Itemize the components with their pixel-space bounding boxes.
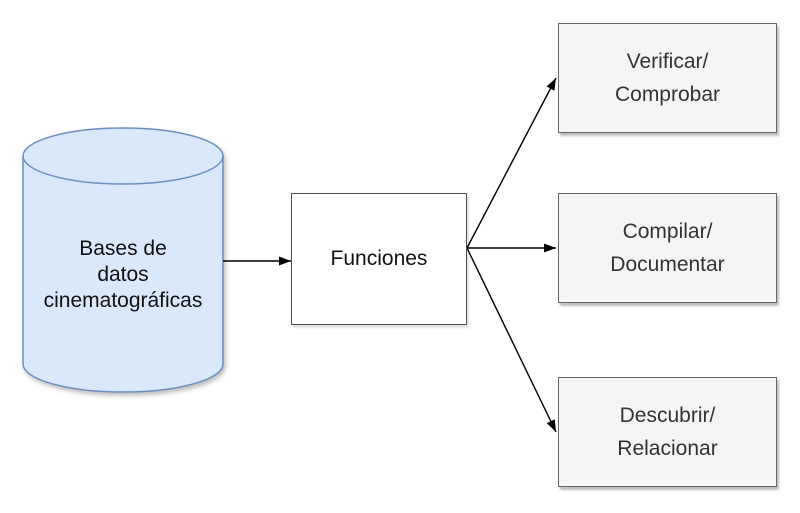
- descubrir-label-line: Relacionar: [617, 437, 718, 460]
- compilar-node: Compilar/ Documentar: [558, 193, 777, 303]
- funciones-node: Funciones: [291, 193, 467, 325]
- database-node-label: Bases de datos cinematográficas: [23, 128, 223, 392]
- funciones-node-label: Funciones: [330, 247, 428, 270]
- database-cylinder-shape: [22, 127, 224, 393]
- descubrir-label-line: Descubrir/: [619, 404, 716, 427]
- arrow-funciones-to-descubrir: [466, 247, 557, 433]
- verificar-label-line: Verificar/: [626, 50, 709, 73]
- compilar-label-line: Compilar/: [622, 220, 713, 243]
- verificar-node: Verificar/ Comprobar: [558, 23, 777, 133]
- database-label-line: cinematográficas: [43, 289, 203, 312]
- compilar-label-line: Documentar: [610, 253, 725, 276]
- arrow-funciones-to-verificar: [466, 77, 557, 249]
- descubrir-node: Descubrir/ Relacionar: [558, 377, 777, 487]
- verificar-label-line: Comprobar: [614, 83, 721, 106]
- database-label-line: Bases de: [79, 237, 167, 260]
- database-label-line: datos: [97, 263, 149, 286]
